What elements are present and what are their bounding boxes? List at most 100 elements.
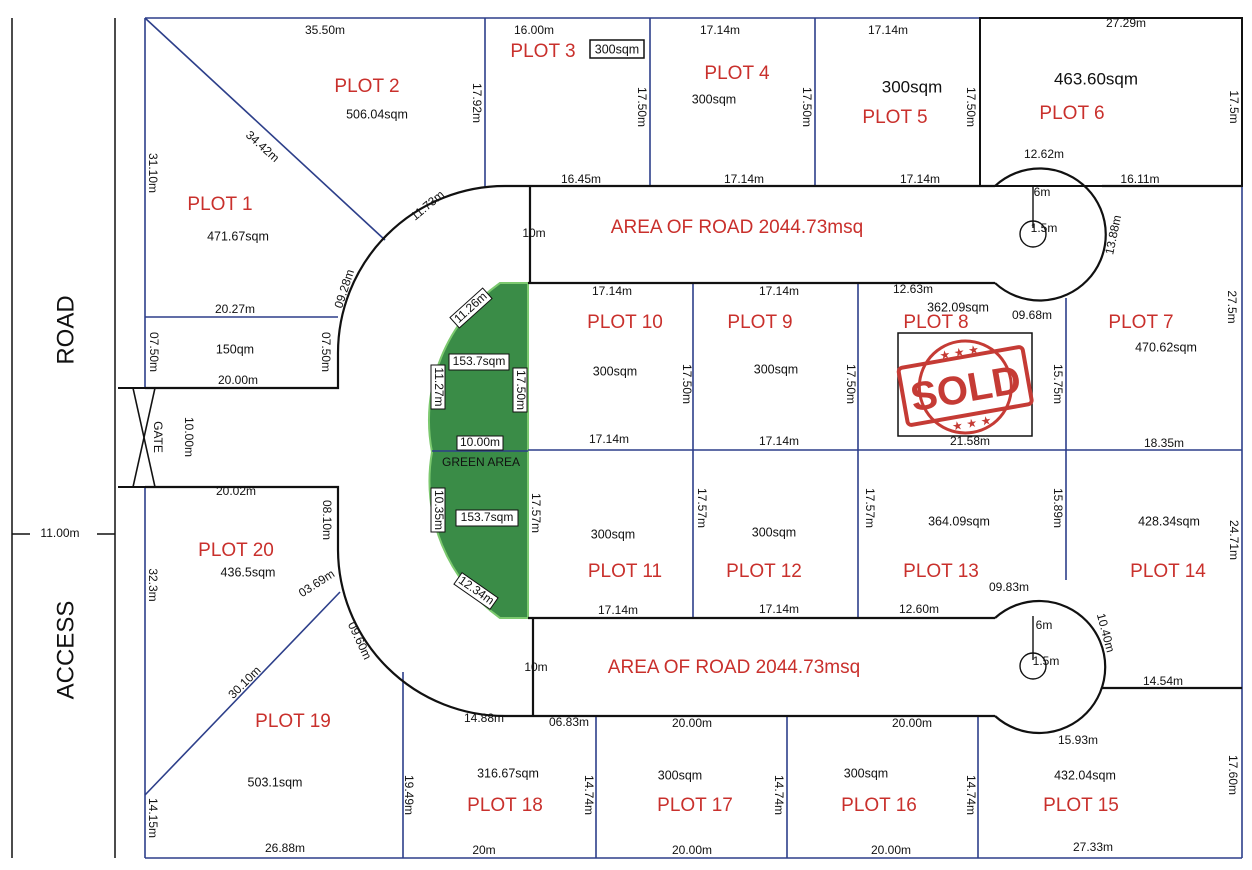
dimension-d23: 17.14m bbox=[759, 284, 799, 298]
plot-area-p3: 300sqm bbox=[595, 42, 639, 56]
green-dim-3-box bbox=[512, 367, 528, 413]
dimension-d16: 17.14m bbox=[724, 172, 764, 186]
dimension-d43: 15.93m bbox=[1058, 733, 1098, 747]
dimension-d42: 14.54m bbox=[1143, 674, 1183, 688]
dimension-d15: 16.45m bbox=[561, 172, 601, 186]
dimension-d34: 17.57m bbox=[863, 488, 877, 528]
dimension-d7: 17.50m bbox=[635, 87, 649, 127]
cul-de-sac-markers bbox=[12, 186, 1047, 680]
dimension-d45: 20.02m bbox=[216, 484, 256, 498]
green-top-area: 153.7sqm bbox=[453, 354, 506, 368]
plot-area-p12: 300sqm bbox=[752, 525, 796, 539]
plot-name-p16: PLOT 16 bbox=[841, 795, 917, 816]
dimension-d59: 14.74m bbox=[772, 775, 786, 815]
dimension-d28: 15.75m bbox=[1051, 364, 1065, 404]
dimension-d22: 17.14m bbox=[592, 284, 632, 298]
dimension-d58: 14.74m bbox=[582, 775, 596, 815]
plot-area-p20: 436.5sqm bbox=[221, 565, 276, 579]
road-2-label: AREA OF ROAD 2044.73msq bbox=[608, 657, 860, 678]
plot-area-p5: 300sqm bbox=[882, 77, 942, 96]
dimension-d54: 06.83m bbox=[549, 715, 589, 729]
cul-de-sac-2-inner: 1.5m bbox=[1033, 654, 1060, 668]
dimension-d61: 20m bbox=[472, 843, 495, 857]
small-lot-right: 07.50m bbox=[319, 332, 333, 372]
plot-area-p16: 300sqm bbox=[844, 766, 888, 780]
dimension-d8: 17.50m bbox=[800, 87, 814, 127]
dimension-d63: 20.00m bbox=[871, 843, 911, 857]
green-area-label: GREEN AREA bbox=[442, 455, 520, 469]
dimension-d30: 17.14m bbox=[759, 434, 799, 448]
plot-3-area-box bbox=[589, 39, 645, 59]
green-dim-4-box bbox=[456, 435, 504, 451]
plot-name-p11: PLOT 11 bbox=[588, 561, 662, 582]
dimension-d4: 17.14m bbox=[868, 23, 908, 37]
plot-name-p2: PLOT 2 bbox=[334, 76, 399, 97]
road-width: 11.00m bbox=[40, 526, 79, 540]
access-label: ACCESS bbox=[52, 601, 79, 700]
dimension-d39: 12.60m bbox=[899, 602, 939, 616]
dimension-d40: 09.83m bbox=[989, 580, 1029, 594]
dimension-d10: 17.5m bbox=[1227, 90, 1241, 123]
road-1-width: 10m bbox=[522, 226, 545, 240]
plot-area-p15: 432.04sqm bbox=[1054, 768, 1116, 782]
cul-de-sac-2-radius: 6m bbox=[1036, 618, 1053, 632]
green-dim-1-box bbox=[449, 287, 493, 329]
stamp-stars-top: ★ ★ ★ bbox=[938, 342, 980, 363]
plot-name-p12: PLOT 12 bbox=[726, 561, 802, 582]
small-lot-top: 20.27m bbox=[215, 302, 255, 316]
dimension-d46: 08.10m bbox=[320, 500, 334, 540]
plot-name-p14: PLOT 14 bbox=[1130, 561, 1206, 582]
dimension-d19: 16.11m bbox=[1120, 172, 1159, 186]
plot-area-p9: 300sqm bbox=[754, 362, 798, 376]
cul-de-sac-1-inner: 1.5m bbox=[1031, 221, 1058, 235]
plot-name-p19: PLOT 19 bbox=[255, 711, 331, 732]
plot-name-p15: PLOT 15 bbox=[1043, 795, 1119, 816]
dimension-d57: 19.49m bbox=[402, 775, 416, 815]
dimension-d35: 15.89m bbox=[1051, 488, 1065, 528]
dimension-d31: 21.58m bbox=[950, 434, 990, 448]
dimension-d6: 17.92m bbox=[470, 83, 484, 123]
stamp-stars-bottom: ★ ★ ★ bbox=[951, 413, 993, 434]
green-dim-3: 17.50m bbox=[514, 370, 528, 410]
road-label: ROAD bbox=[52, 295, 79, 364]
dimension-d21: 27.5m bbox=[1225, 290, 1239, 323]
plot-area-p19: 503.1sqm bbox=[248, 775, 303, 789]
green-dim-7-box bbox=[453, 571, 499, 611]
plot-area-p1: 471.67sqm bbox=[207, 229, 269, 243]
dimension-d37: 17.14m bbox=[598, 603, 638, 617]
road-1-label: AREA OF ROAD 2044.73msq bbox=[611, 217, 863, 238]
small-lot-left: 07.50m bbox=[147, 332, 161, 372]
plot-area-p17: 300sqm bbox=[658, 768, 702, 782]
dimension-d55: 20.00m bbox=[672, 716, 712, 730]
dimension-d1: 35.50m bbox=[305, 23, 345, 37]
dimension-d32: 18.35m bbox=[1144, 436, 1184, 450]
green-dim-2-box bbox=[430, 364, 446, 410]
green-dim-4: 10.00m bbox=[460, 435, 500, 449]
green-dim-2: 11.27m bbox=[432, 367, 446, 406]
green-bottom-area-box bbox=[455, 509, 519, 527]
dimension-d36: 24.71m bbox=[1227, 520, 1241, 560]
plot-area-p10: 300sqm bbox=[593, 364, 637, 378]
dimension-d38: 17.14m bbox=[759, 602, 799, 616]
green-dim-5: 10.35m bbox=[432, 490, 446, 530]
green-dim-5-box bbox=[430, 487, 446, 533]
road-2-width: 10m bbox=[524, 660, 547, 674]
plot-name-p3: PLOT 3 bbox=[510, 41, 575, 62]
dimension-d26: 17.50m bbox=[680, 364, 694, 404]
plot-name-p13: PLOT 13 bbox=[903, 561, 979, 582]
dimension-d52: 26.88m bbox=[265, 841, 305, 855]
dimension-d60: 14.74m bbox=[964, 775, 978, 815]
plot-name-p6: PLOT 6 bbox=[1039, 103, 1104, 124]
dimension-d27: 17.50m bbox=[844, 364, 858, 404]
dimension-d3: 17.14m bbox=[700, 23, 740, 37]
plot-name-p17: PLOT 17 bbox=[657, 795, 733, 816]
plot-boundaries bbox=[144, 17, 1243, 859]
dimension-d5: 27.29m bbox=[1106, 16, 1146, 30]
dimension-d2: 16.00m bbox=[514, 23, 554, 37]
plot-name-p7: PLOT 7 bbox=[1108, 312, 1173, 333]
small-lot-bottom: 20.00m bbox=[218, 373, 258, 387]
green-dim-6: 17.57m bbox=[529, 493, 543, 533]
plot-area-p11: 300sqm bbox=[591, 527, 635, 541]
gate-width: 10.00m bbox=[182, 417, 196, 457]
